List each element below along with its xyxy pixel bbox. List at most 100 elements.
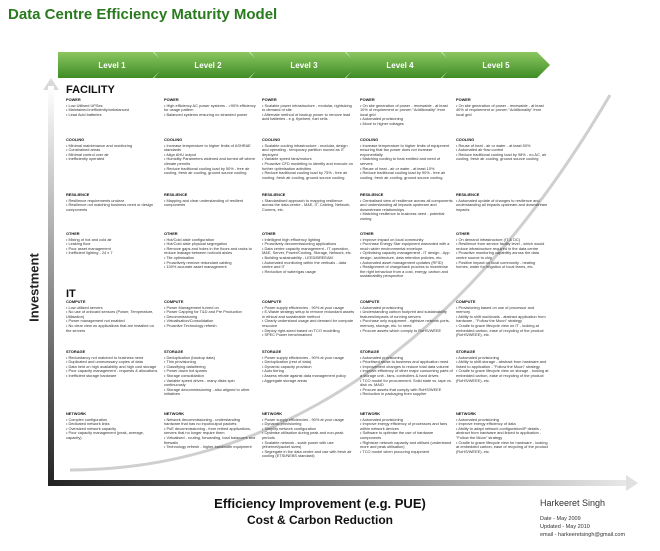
level-3-chevron: Level 3 — [250, 52, 358, 78]
list-item: • Storage decommissioning - also aligned… — [164, 386, 250, 397]
power-level-5-cell: POWER• On site generation of power - ren… — [456, 97, 549, 117]
list-item: • Deduplication (rest of data) — [262, 359, 312, 365]
list-item: • Automated provisioning — [360, 304, 403, 310]
list-item: • Reduce traditional cooling load by 75%… — [262, 170, 348, 180]
cooling-level-5-cell: COOLING• Reuse of heat - air or water - … — [456, 137, 549, 162]
list-item: • Power supply efficiencies - 90% at you… — [262, 416, 344, 422]
list-item: • Move to higher voltages — [360, 120, 404, 126]
author-name: Harkeeret Singh — [540, 498, 606, 508]
list-item: • Inefficiently operated — [66, 156, 105, 162]
compute-heading: COMPUTE — [164, 299, 184, 304]
list-item: • Reduce traditional cooling load by 50%… — [164, 165, 250, 176]
cooling-heading: COOLING — [66, 137, 85, 142]
list-item: • Procure assets that comply with RoHS/W… — [360, 386, 442, 392]
storage-level-4-cell: STORAGE• Automated provisioning• Priorit… — [360, 349, 453, 397]
list-item: • Purchase Energy Star equipment warrant… — [360, 241, 450, 251]
resilience-level-2-cell: RESILIENCE• Mapping and clear understand… — [164, 192, 257, 208]
email-line: email - harkeeretsingh@gmail.com — [540, 532, 626, 538]
list-item: • Proactive Technology refresh — [164, 322, 217, 328]
list-item: • Provisioning based on use of processor… — [456, 304, 535, 315]
list-item: • Variable speed drives - many disks spi… — [164, 377, 235, 388]
list-item: • Deduplication (backup data) — [164, 354, 215, 360]
cooling-heading: COOLING — [164, 137, 183, 142]
list-item: • On demand infrastructure (IT & DC) — [456, 236, 520, 242]
other-heading: OTHER — [164, 231, 178, 236]
resilience-heading: RESILIENCE — [360, 192, 384, 197]
y-axis-label: Investment — [26, 253, 42, 322]
list-item: • Understanding carbon footprint and sus… — [360, 309, 447, 319]
list-item: • Clearly understand usage and demand fo… — [262, 318, 354, 328]
compute-heading: COMPUTE — [262, 299, 282, 304]
list-item: • Hot/Cold aisle configuration — [164, 236, 215, 242]
list-item: • Hot/Cold aisle physical segregation — [164, 241, 228, 247]
storage-heading: STORAGE — [164, 349, 184, 354]
list-item: • Reduce traditional cooling load by 98%… — [456, 151, 547, 162]
resilience-heading: RESILIENCE — [456, 192, 480, 197]
list-item: • Cradle to grave lifecycle view on stor… — [456, 368, 549, 383]
list-item: • Improvement changes to reduce total da… — [360, 363, 449, 369]
list-item: • Cradle to grave lifecycle view on IT -… — [456, 322, 544, 338]
list-item: • Increase temperature to higher limits … — [360, 142, 450, 157]
list-item: • Inefficient storage hardware — [66, 372, 117, 378]
compute-level-4-cell: COMPUTE• Automated provisioning• Underst… — [360, 299, 453, 333]
cooling-level-4-cell: COOLING• Increase temperature to higher … — [360, 137, 453, 180]
list-item: • Automated provisioning — [360, 354, 403, 360]
list-item: • Network decommissioning - understandin… — [164, 416, 240, 427]
compute-heading: COMPUTE — [360, 299, 380, 304]
list-item: • Power down hot spares — [164, 368, 208, 374]
list-item: • Automated asset management updates (RF… — [360, 259, 443, 265]
storage-heading: STORAGE — [262, 349, 282, 354]
list-item: • TCO model for procurement. Solid state… — [360, 377, 452, 388]
section-it: IT — [66, 288, 76, 300]
list-item: • Improve impact on local community — [360, 236, 424, 242]
list-item: • Virtualisation/Consolidation — [164, 318, 214, 324]
other-heading: OTHER — [456, 231, 470, 236]
list-item: • Power Capping for T&D and Pre Producti… — [164, 309, 242, 315]
list-item: • Scalable network - scale power with us… — [262, 439, 334, 450]
x-axis-arrow-icon — [626, 475, 638, 491]
power-heading: POWER — [66, 97, 81, 102]
list-item: • Low utilised servers — [66, 304, 103, 310]
network-level-4-cell: NETWORK• Automated provisioning• Improve… — [360, 411, 453, 454]
list-item: • Improve energy efficiency of processor… — [360, 421, 448, 431]
list-item: • Matching cooling to heat emitted and n… — [360, 156, 441, 166]
list-item: • No use of onboard sensors (Power, Temp… — [66, 309, 154, 319]
date-line: Date - May 2009 — [540, 516, 581, 522]
network-heading: NETWORK — [456, 411, 477, 416]
list-item: • No clear view on applications that are… — [66, 322, 154, 333]
list-item: • Proactive CFD modelling to identify an… — [262, 160, 353, 171]
list-item: • Technology refresh - higher bandwidth … — [164, 444, 252, 450]
resilience-heading: RESILIENCE — [66, 192, 90, 197]
list-item: • On site generation of power - renewabl… — [360, 102, 448, 117]
list-item: • Duplicated and unnecessary copies of d… — [66, 359, 143, 365]
list-item: • Automated update of changes to resilie… — [456, 197, 548, 212]
resilience-level-4-cell: RESILIENCE• Centralised view of resilien… — [360, 192, 453, 222]
other-level-4-cell: OTHER• Improve impact on local community… — [360, 231, 453, 279]
list-item: • Ability to shift storage - abstract fr… — [456, 359, 547, 369]
list-item: • 100% accurate asset management — [164, 264, 227, 270]
list-item: • Reduce traditional cooling load by 90%… — [360, 170, 446, 180]
other-heading: OTHER — [360, 231, 374, 236]
list-item: • Optimising capacity management - IT de… — [360, 250, 450, 260]
other-level-2-cell: OTHER• Hot/Cold aisle configuration• Hot… — [164, 231, 257, 270]
list-item: • Cradle to grave lifecycle view for har… — [456, 439, 548, 454]
list-item: • Mapping and clear understanding of res… — [164, 197, 244, 208]
other-heading: OTHER — [262, 231, 276, 236]
other-heading: OTHER — [66, 231, 80, 236]
list-item: • Inefficient lighting - 24 x 7 — [66, 250, 113, 256]
list-item: • Balanced systems ensuring no stranded … — [164, 111, 248, 117]
list-item: • Reuse of heat - air or water - at leas… — [360, 165, 435, 171]
other-level-3-cell: OTHER• Intelligent high efficiency light… — [262, 231, 355, 274]
list-item: • Tile optimisation — [164, 254, 195, 260]
list-item: • Minimal maintenance and monitoring — [66, 142, 133, 148]
cooling-level-1-cell: COOLING• Minimal maintenance and monitor… — [66, 137, 159, 162]
list-item: • Storage consolidation — [164, 372, 204, 378]
list-item: • Data centre capacity management - IT o… — [262, 245, 352, 256]
list-item: • Improve energy efficiency of data — [456, 421, 516, 427]
list-item: • Scalable cooling infrastructure - modu… — [262, 142, 348, 157]
list-item: • Automated provisioning — [360, 116, 403, 122]
list-item: • Ability to adapt network configuration… — [456, 425, 542, 440]
x-axis-label: Efficiency Improvement (e.g. PUE) — [214, 496, 426, 511]
updated-line: Updated - May 2010 — [540, 524, 590, 530]
